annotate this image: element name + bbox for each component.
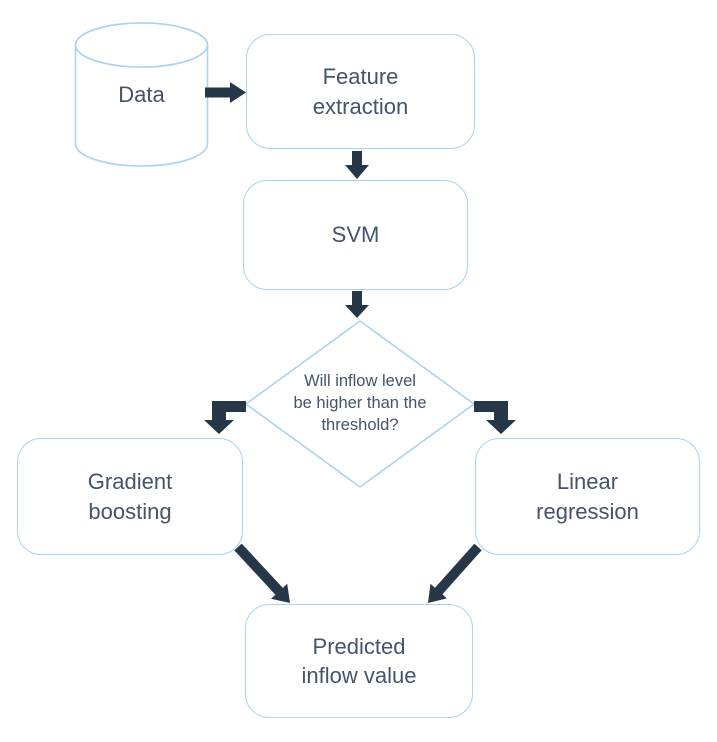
node-svm-label: SVM (331, 222, 380, 248)
node-gradient-boosting: Gradient boosting (17, 438, 243, 555)
node-feature-extraction: Feature extraction (246, 34, 475, 149)
node-data-label: Data (118, 82, 165, 108)
arrow-svm-to-decision (345, 291, 369, 318)
node-decision: Will inflow level be higher than the thr… (265, 354, 455, 454)
node-decision-label: Will inflow level be higher than the thr… (293, 372, 427, 434)
arrow-gradient-boosting-to-predicted-inflow (234, 543, 290, 603)
node-data: Data (75, 45, 208, 145)
node-predicted-inflow-label: Predicted inflow value (301, 633, 417, 688)
arrow-data-to-feature-extraction (205, 82, 246, 103)
node-svm: SVM (243, 180, 468, 290)
arrow-decision-to-linear-regression (474, 401, 516, 434)
arrow-decision-to-gradient-boosting (204, 401, 246, 434)
arrow-linear-regression-to-predicted-inflow (428, 543, 482, 603)
arrow-feature-extraction-to-svm (345, 151, 369, 179)
node-gradient-boosting-label: Gradient boosting (87, 469, 173, 524)
node-linear-regression-label: Linear regression (536, 469, 639, 524)
node-predicted-inflow: Predicted inflow value (245, 604, 473, 718)
node-feature-extraction-label: Feature extraction (312, 64, 409, 119)
node-linear-regression: Linear regression (475, 438, 700, 555)
